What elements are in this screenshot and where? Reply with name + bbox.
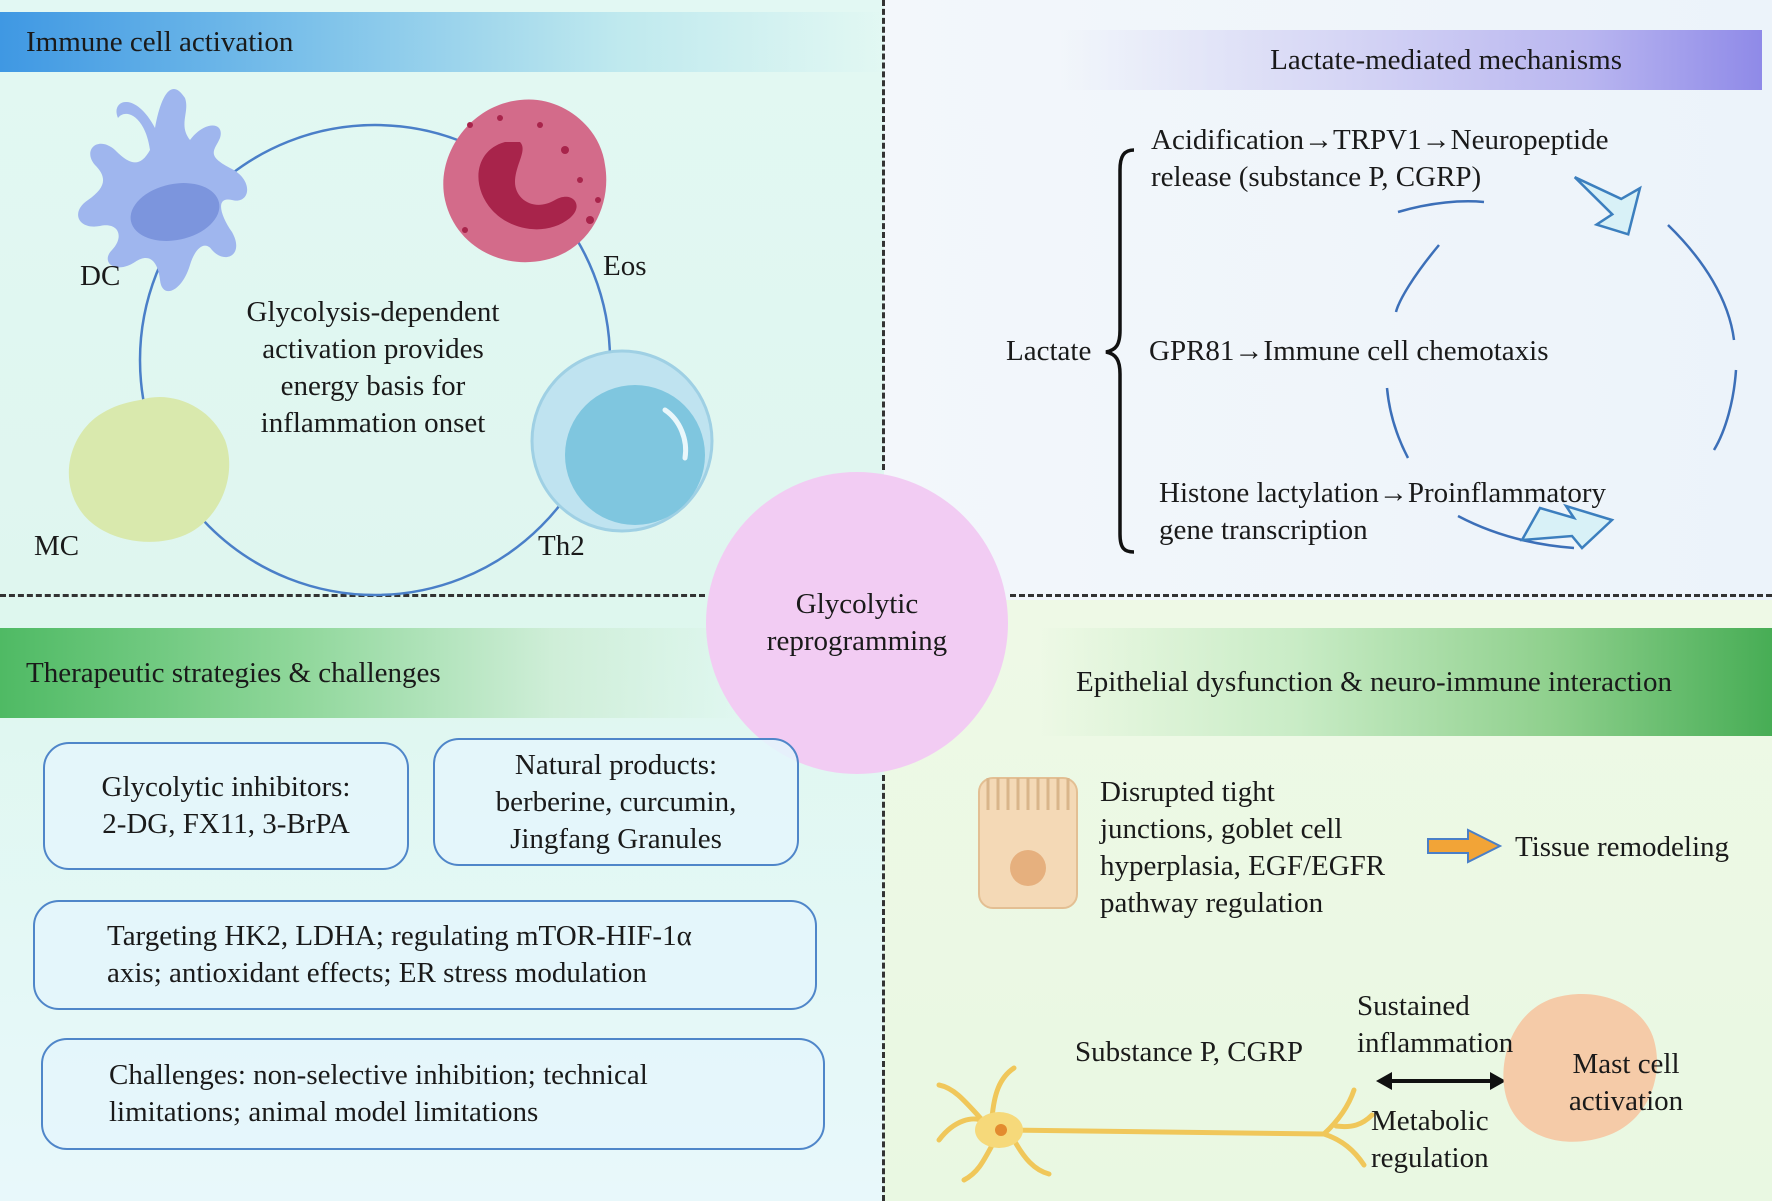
immune-title-bar: Immune cell activation: [0, 12, 884, 72]
divider-vertical-bottom: [882, 775, 885, 1201]
immune-cycle-graphic: [68, 88, 714, 597]
therapy-box-targeting: Targeting HK2, LDHA; regulating mTOR-HIF…: [33, 900, 817, 1010]
eos-label: Eos: [603, 250, 647, 282]
mast-cell-activation-label: Mast cell activation: [1568, 1048, 1684, 1117]
lactate-cycle-arrows: [1519, 176, 1642, 550]
th2-label: Th2: [538, 530, 585, 562]
dc-cell-icon: [78, 88, 248, 292]
epithelial-title-bar: Epithelial dysfunction & neuro-immune in…: [1040, 628, 1772, 736]
divider-vertical-top: [882, 0, 885, 470]
therapy-title: Therapeutic strategies & challenges: [26, 656, 441, 689]
neuropeptides-label: Substance P, CGRP: [1075, 1036, 1304, 1068]
metabolic-regulation-label: Metabolic regulation: [1371, 1105, 1489, 1174]
lactate-item-acidification: Acidification→TRPV1→Neuropeptide release…: [1151, 124, 1609, 193]
tissue-remodeling-label: Tissue remodeling: [1515, 831, 1730, 863]
therapy-box-natural-products: Natural products: berberine, curcumin, J…: [433, 738, 799, 866]
sustained-inflammation-label: Sustained inflammation: [1357, 990, 1514, 1059]
lactate-title-bar: Lactate-mediated mechanisms: [1060, 30, 1762, 90]
epithelial-cell-icon: [978, 777, 1078, 909]
eos-cell-icon: [443, 99, 607, 263]
lactate-graphic: [1105, 148, 1738, 554]
lactate-source-label: Lactate: [1006, 335, 1092, 367]
lactate-item-gpr81: GPR81→Immune cell chemotaxis: [1149, 335, 1549, 367]
divider-horizontal-right: [1010, 594, 1772, 597]
lactate-quadrant: [884, 0, 1772, 600]
divider-horizontal-left: [0, 594, 705, 597]
mc-label: MC: [34, 530, 80, 562]
mc-cell-icon: [68, 396, 230, 542]
mast-cell-icon: [1503, 994, 1657, 1142]
lactate-brace: [1105, 148, 1135, 554]
lactate-item-histone: Histone lactylation→Proinflammatory gene…: [1159, 477, 1606, 546]
therapy-title-bar: Therapeutic strategies & challenges: [0, 628, 740, 718]
th2-cell-icon: [530, 349, 714, 533]
epithelial-graphic: [936, 777, 1657, 1183]
lactate-title: Lactate-mediated mechanisms: [1270, 43, 1622, 76]
immune-title: Immune cell activation: [26, 25, 294, 58]
dysfunction-text: Disrupted tight junctions, goblet cell h…: [1100, 776, 1386, 919]
remodeling-arrow-icon: [1427, 828, 1503, 864]
lactate-cycle-arcs: [1385, 200, 1738, 550]
center-line2: reprogramming: [766, 625, 948, 657]
therapy-box-challenges: Challenges: non-selective inhibition; te…: [41, 1038, 825, 1150]
center-glycolytic-reprogramming: Glycolytic reprogramming: [706, 472, 1008, 774]
center-line1: Glycolytic: [795, 588, 919, 620]
therapy-box-inhibitors: Glycolytic inhibitors: 2-DG, FX11, 3-BrP…: [43, 742, 409, 870]
epithelial-title: Epithelial dysfunction & neuro-immune in…: [1076, 665, 1672, 698]
dc-label: DC: [80, 260, 121, 292]
immune-description: Glycolysis-dependent activation provides…: [246, 296, 500, 439]
bidirectional-arrow-icon: [1376, 1072, 1506, 1090]
